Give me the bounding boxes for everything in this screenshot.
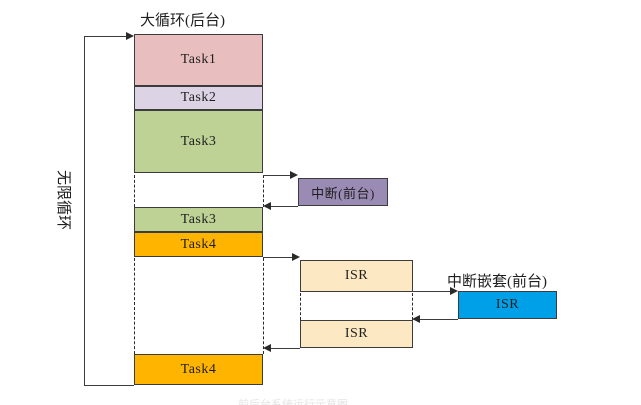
preempt-gap2-dash-left: [134, 258, 135, 354]
nested-enter-arrow: [450, 286, 458, 295]
task4-block: Task4: [134, 232, 263, 257]
isr-gap-dash-right: [412, 293, 413, 320]
interrupt-block: 中断(前台): [298, 178, 388, 206]
interrupt-enter-arrow: [290, 170, 298, 179]
task2-label: Task2: [180, 90, 217, 105]
isr2-label: ISR: [344, 326, 369, 341]
isr1-enter-arrow: [292, 252, 300, 261]
isr2-return-arrow: [263, 343, 271, 352]
loop-bracket-top: [84, 36, 132, 37]
interrupt-label: 中断(前台): [311, 185, 375, 201]
preempt-gap1-dash-left: [134, 175, 135, 207]
nested-enter-line: [413, 291, 453, 292]
task3-resume-block: Task3: [134, 207, 263, 232]
isr2-return-line: [268, 348, 300, 349]
task4-resume-label: Task4: [180, 361, 217, 377]
task4-resume-block: Task4: [134, 354, 263, 385]
isr-nested-block: ISR: [458, 291, 557, 319]
task2-block: Task2: [134, 86, 263, 110]
interrupt-enter-line: [263, 175, 294, 176]
task3-resume-label: Task3: [180, 211, 217, 227]
infinite-loop-label: 无限循环: [55, 170, 71, 231]
interrupt-return-arrow: [263, 201, 271, 210]
task3-block: Task3: [134, 110, 263, 173]
nested-interrupt-title: 中断嵌套(前台): [447, 274, 547, 290]
task1-label: Task1: [180, 52, 217, 67]
main-loop-title: 大循环(后台): [140, 13, 225, 29]
isr1-enter-line: [263, 257, 296, 258]
preempt-gap2-dash-right: [263, 258, 264, 354]
isr-gap-dash-left: [300, 293, 301, 320]
preempt-gap1-dash-right: [263, 175, 264, 207]
task3-label: Task3: [180, 133, 217, 149]
isr-nested-label: ISR: [495, 297, 520, 312]
loop-bracket-left: [84, 36, 85, 385]
isr-block-1: ISR: [300, 260, 413, 292]
loop-bracket-top-arrow: [126, 31, 134, 40]
task1-block: Task1: [134, 34, 263, 86]
interrupt-return-line: [268, 206, 298, 207]
loop-bracket-bottom: [84, 385, 134, 386]
isr-block-2: ISR: [300, 320, 413, 348]
nested-return-line: [418, 319, 458, 320]
isr1-label: ISR: [344, 268, 369, 283]
figure-caption: 前后台系统运行示意图: [238, 399, 348, 405]
task4-label: Task4: [180, 236, 217, 252]
nested-return-arrow: [412, 314, 420, 323]
